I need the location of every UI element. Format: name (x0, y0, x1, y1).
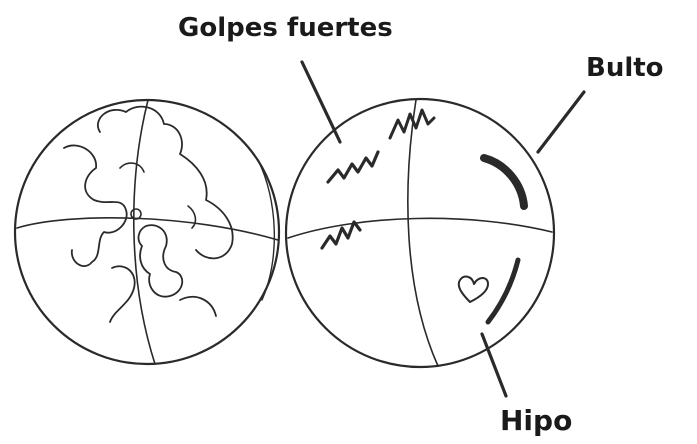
kick-marks (320, 108, 436, 250)
globe-belly-icon (284, 97, 556, 369)
hiccup-mark (485, 257, 521, 325)
left-globe-outline (13, 98, 281, 366)
kick-mark-1 (326, 150, 380, 184)
heart-icon (457, 275, 489, 303)
right-globe-equator (287, 217, 553, 239)
strong-kicks-pointer (300, 60, 342, 144)
bump-mark (480, 154, 528, 210)
kick-mark-2 (388, 108, 436, 140)
hiccups-label: Hipo (500, 404, 572, 437)
left-globe-rim (257, 159, 276, 301)
bump-pointer (536, 90, 586, 154)
hiccups-pointer (480, 332, 508, 398)
left-globe-equator (16, 217, 279, 241)
kick-mark-3 (320, 220, 362, 250)
strong-kicks-label: Golpes fuertes (178, 13, 393, 43)
right-globe-meridian (407, 99, 439, 367)
left-globe-meridian (132, 99, 156, 365)
globe-baby-icon (13, 98, 281, 366)
right-globe-outline (284, 97, 556, 369)
baby-outline (63, 105, 234, 323)
bump-label: Bulto (586, 53, 664, 83)
